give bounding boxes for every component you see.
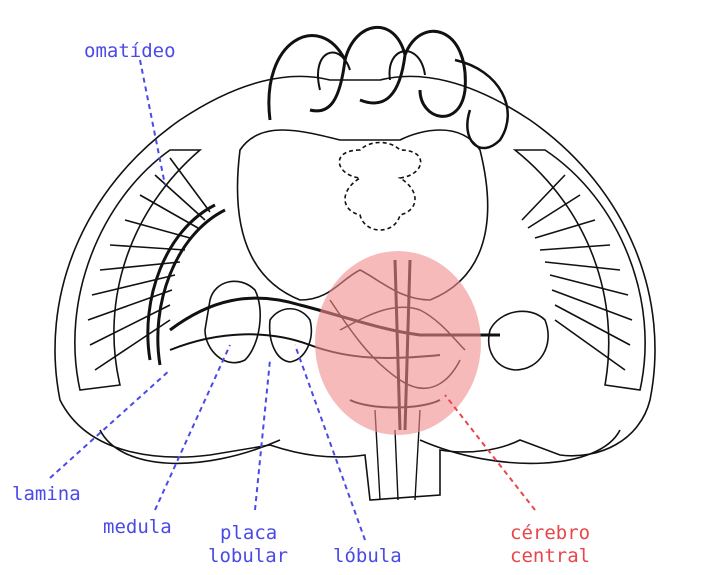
leader-placa <box>255 360 270 510</box>
label-lobula: lóbula <box>333 545 402 567</box>
leader-omatideo <box>140 60 165 185</box>
compound-eye-left <box>75 150 225 390</box>
central-brain-highlight <box>315 251 481 435</box>
central-body <box>339 143 420 231</box>
label-lamina: lamina <box>12 483 81 505</box>
label-cerebro-line2: central <box>510 545 590 567</box>
lower-lobe-right <box>420 430 620 463</box>
label-placa-line2: lobular <box>208 545 288 567</box>
label-cerebro-line1: cérebro <box>510 522 590 544</box>
leader-medula <box>155 345 230 510</box>
medulla-shape <box>205 281 260 362</box>
label-medula: medula <box>103 516 172 538</box>
label-omatideo: omatídeo <box>84 40 176 62</box>
label-placa-line1: placa <box>220 522 277 544</box>
ocelli-lobes <box>269 27 465 120</box>
compound-eye-right <box>515 150 645 390</box>
